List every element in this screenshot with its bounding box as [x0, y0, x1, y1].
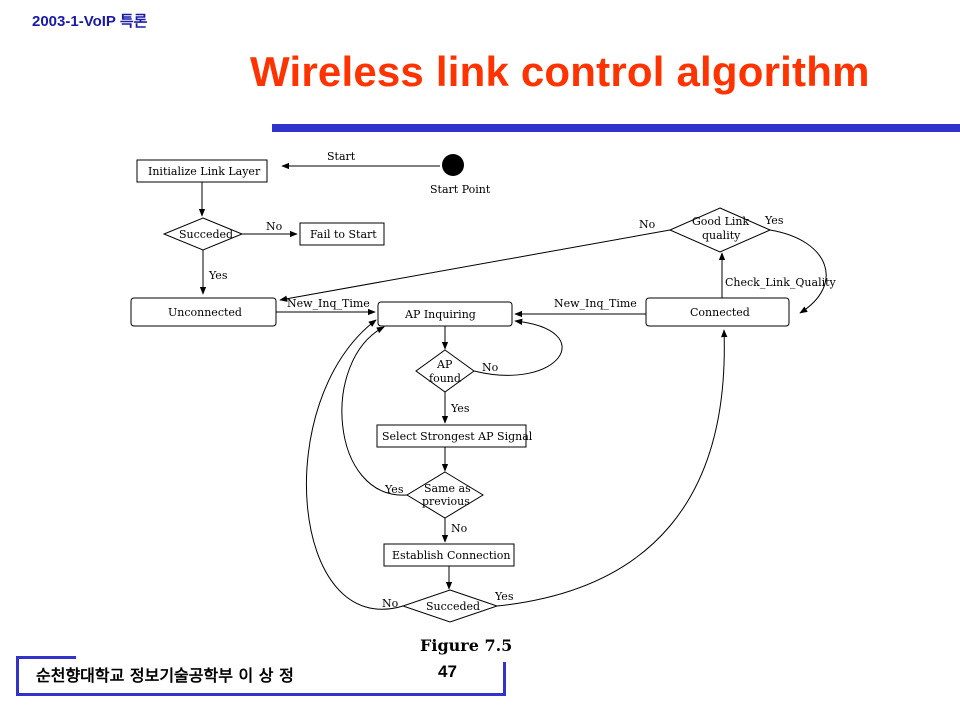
node-fail-label: Fail to Start: [310, 228, 377, 241]
node-same-previous-label-2: previous: [422, 495, 470, 508]
edge-succeded2-yes-label: Yes: [494, 590, 514, 603]
edge-succeded2-no-label: No: [382, 597, 399, 610]
header-bar: [272, 124, 960, 132]
edge-yes-unconnected-label: Yes: [208, 269, 228, 282]
node-ap-found: [415, 349, 475, 393]
figure-caption: Figure 7.5: [420, 636, 512, 655]
slide-title: Wireless link control algorithm: [250, 48, 870, 95]
node-select-strongest-label: Select Strongest AP Signal: [382, 430, 533, 443]
node-initialize-label: Initialize Link Layer: [148, 165, 261, 178]
edge-ap-found-no: [473, 318, 563, 376]
edge-same-previous-yes-label: Yes: [384, 483, 404, 496]
edge-same-previous-no-label: No: [451, 522, 468, 535]
edge-new-inq-right-label: New_Inq_Time: [554, 297, 637, 310]
edge-succeded2-yes: [496, 329, 728, 607]
node-good-link-label-1: Good Link: [692, 215, 749, 228]
course-label: 2003-1-VoIP 특론: [32, 13, 148, 30]
node-ap-found-label-1: AP: [436, 358, 453, 371]
node-succeded2-label: Succeded: [426, 600, 480, 613]
edge-good-link-no: [279, 229, 671, 302]
node-select-strongest: [376, 424, 527, 448]
node-fail: [299, 222, 385, 246]
start-point-label: Start Point: [430, 183, 491, 196]
footer-frame-left: [16, 656, 19, 696]
footer-frame-top: [16, 656, 76, 659]
footer-author: 순천향대학교 정보기술공학부 이 상 정: [36, 666, 294, 685]
edge-good-link-no-label: No: [639, 218, 656, 231]
node-good-link: [668, 207, 772, 253]
node-connected-label: Connected: [690, 306, 750, 319]
edge-succeded2-no: [305, 319, 404, 610]
node-unconnected-label: Unconnected: [168, 306, 242, 319]
edge-ap-found-yes-label: Yes: [450, 402, 470, 415]
node-succeded1-label: Succeded: [179, 228, 233, 241]
node-establish-label: Establish Connection: [392, 549, 510, 562]
edge-same-previous-yes: [341, 326, 408, 496]
node-good-link-label-2: quality: [702, 229, 741, 242]
edge-check-link-label: Check_Link_Quality: [725, 276, 837, 289]
node-ap-found-label-2: found: [429, 372, 461, 385]
edge-start-label: Start: [327, 150, 356, 163]
footer-frame-bottom: [16, 693, 506, 696]
footer-frame-right: [503, 662, 506, 696]
page-number: 47: [438, 662, 457, 681]
start-point-dot: [442, 154, 464, 176]
node-succeded2: [401, 589, 499, 623]
edge-ap-found-no-label: No: [482, 361, 499, 374]
node-same-previous-label-1: Same as: [424, 482, 471, 495]
edge-good-link-yes-label: Yes: [764, 214, 784, 227]
node-connected: [645, 297, 790, 327]
edge-new-inq-left-label: New_Inq_Time: [287, 297, 370, 310]
edge-good-link-yes: [769, 229, 827, 314]
edge-no-fail-label: No: [266, 220, 283, 233]
node-ap-inquiring-label: AP Inquiring: [404, 308, 476, 321]
